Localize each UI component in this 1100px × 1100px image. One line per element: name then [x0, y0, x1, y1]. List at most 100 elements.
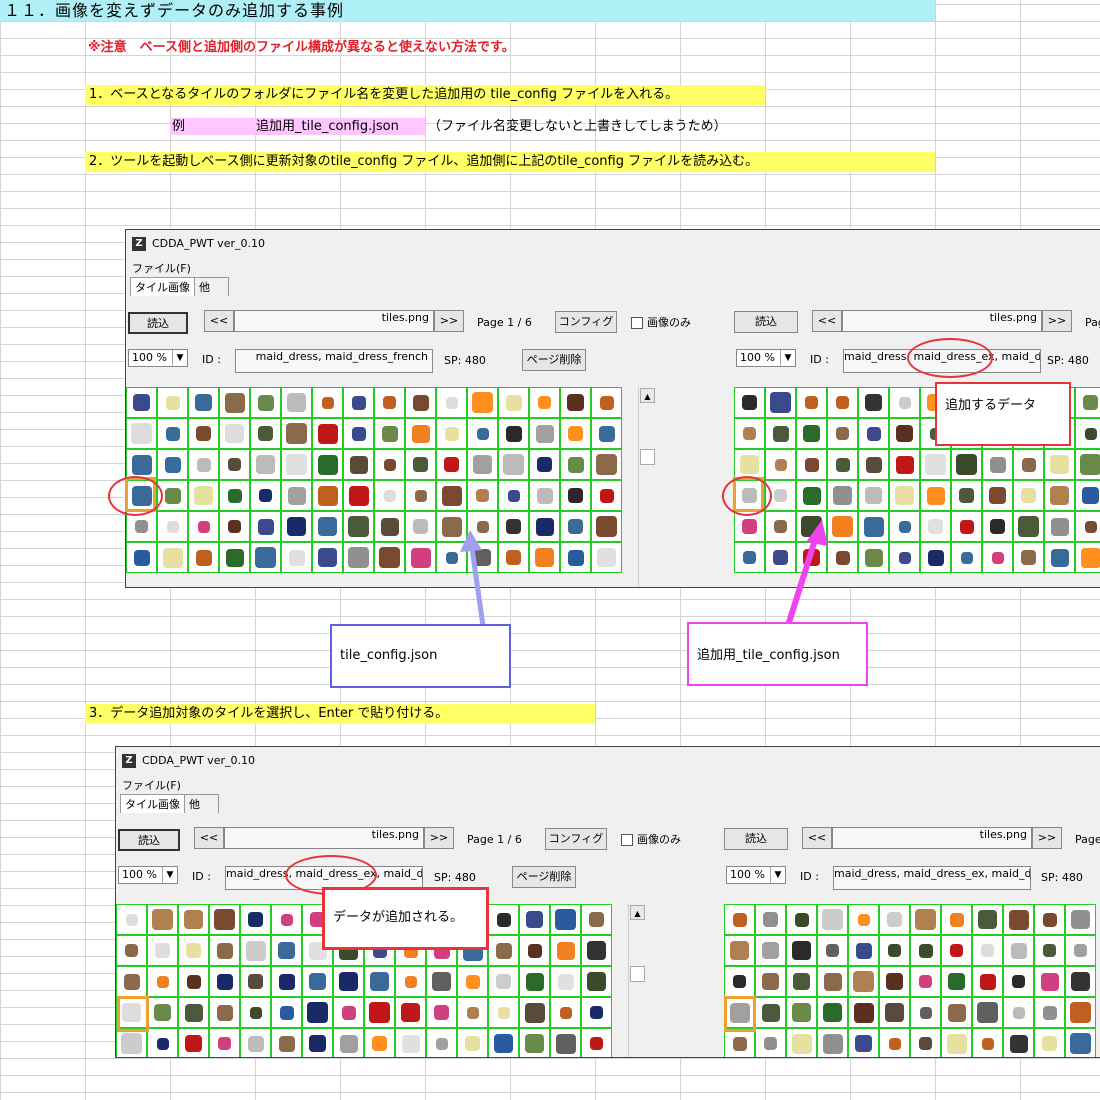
tile-sprite[interactable]: [982, 480, 1013, 511]
tile-sprite[interactable]: [240, 935, 271, 966]
tile-sprite[interactable]: [1034, 997, 1065, 1028]
tile-sprite[interactable]: [951, 511, 982, 542]
tile-sprite[interactable]: [436, 418, 467, 449]
menu-file[interactable]: ファイル(F): [132, 262, 191, 275]
tile-sprite[interactable]: [1013, 511, 1044, 542]
tile-sprite[interactable]: [848, 904, 879, 935]
tile-sprite[interactable]: [910, 1028, 941, 1057]
tile-sprite[interactable]: [920, 480, 951, 511]
tile-sprite[interactable]: [755, 1028, 786, 1057]
tile-sprite[interactable]: [219, 480, 250, 511]
tile-sprite[interactable]: [786, 997, 817, 1028]
tile-sprite[interactable]: [560, 449, 591, 480]
tile-sprite[interactable]: [858, 449, 889, 480]
tile-sprite[interactable]: [188, 449, 219, 480]
file-field-add[interactable]: tiles.png: [832, 827, 1032, 849]
tile-sprite[interactable]: [116, 935, 147, 966]
tile-sprite[interactable]: [817, 997, 848, 1028]
scroll-up-icon[interactable]: ▲: [640, 388, 655, 403]
tile-sprite[interactable]: [498, 449, 529, 480]
tile-sprite[interactable]: [374, 511, 405, 542]
tile-sprite[interactable]: [1003, 935, 1034, 966]
tile-sprite[interactable]: [724, 1028, 755, 1057]
tile-sprite[interactable]: [219, 387, 250, 418]
tile-sprite[interactable]: [519, 935, 550, 966]
tile-sprite[interactable]: [281, 387, 312, 418]
tile-sprite[interactable]: [157, 542, 188, 573]
tile-sprite[interactable]: [467, 511, 498, 542]
tile-sprite[interactable]: [848, 997, 879, 1028]
tile-sprite[interactable]: [436, 542, 467, 573]
tile-sprite[interactable]: [848, 935, 879, 966]
tile-sprite[interactable]: [488, 997, 519, 1028]
scroll-thumb[interactable]: [640, 449, 655, 465]
tile-sprite[interactable]: [126, 542, 157, 573]
tile-sprite[interactable]: [519, 904, 550, 935]
tile-sprite[interactable]: [405, 480, 436, 511]
tile-sprite[interactable]: [188, 480, 219, 511]
tile-sprite[interactable]: [858, 480, 889, 511]
tile-sprite[interactable]: [827, 387, 858, 418]
tile-sprite[interactable]: [219, 418, 250, 449]
tile-sprite[interactable]: [188, 542, 219, 573]
prev-button-base[interactable]: <<: [204, 310, 234, 332]
scroll-up-icon[interactable]: ▲: [630, 905, 645, 920]
tile-sprite[interactable]: [817, 966, 848, 997]
tile-sprite[interactable]: [951, 480, 982, 511]
tile-sprite[interactable]: [219, 542, 250, 573]
tile-sprite[interactable]: [879, 904, 910, 935]
tile-sprite[interactable]: [488, 904, 519, 935]
tile-sprite[interactable]: [755, 966, 786, 997]
tile-sprite[interactable]: [1034, 966, 1065, 997]
menu-file[interactable]: ファイル(F): [122, 779, 181, 792]
tile-sprite[interactable]: [786, 904, 817, 935]
tile-sprite[interactable]: [147, 1028, 178, 1057]
tile-sprite[interactable]: [209, 966, 240, 997]
tile-sprite[interactable]: [436, 449, 467, 480]
tile-sprite[interactable]: [374, 542, 405, 573]
tile-sprite[interactable]: [858, 511, 889, 542]
tile-sprite[interactable]: [827, 511, 858, 542]
tile-sprite[interactable]: [333, 966, 364, 997]
tab-tile-image[interactable]: タイル画像: [120, 794, 185, 813]
tile-sprite[interactable]: [591, 542, 622, 573]
tile-sprite[interactable]: [941, 997, 972, 1028]
tile-sprite[interactable]: [910, 966, 941, 997]
tile-sprite[interactable]: [858, 418, 889, 449]
tile-sprite[interactable]: [765, 449, 796, 480]
tile-sprite[interactable]: [827, 542, 858, 573]
tile-sprite[interactable]: [374, 387, 405, 418]
id-field-add[interactable]: maid_dress, maid_dress_ex, maid_dres: [833, 866, 1031, 890]
load-button-add[interactable]: 読込: [724, 828, 788, 850]
tile-sprite[interactable]: [591, 480, 622, 511]
tile-sprite[interactable]: [889, 449, 920, 480]
tile-sprite[interactable]: [879, 966, 910, 997]
tile-sprite[interactable]: [765, 387, 796, 418]
tile-sprite[interactable]: [1003, 966, 1034, 997]
tile-sprite[interactable]: [920, 511, 951, 542]
tile-sprite[interactable]: [796, 480, 827, 511]
tile-sprite[interactable]: [581, 935, 612, 966]
tile-sprite[interactable]: [560, 480, 591, 511]
tile-sprite[interactable]: [271, 935, 302, 966]
tile-sprite[interactable]: [755, 997, 786, 1028]
tile-sprite[interactable]: [312, 511, 343, 542]
tile-sprite[interactable]: [457, 997, 488, 1028]
tile-sprite[interactable]: [467, 542, 498, 573]
delete-page-button-base[interactable]: ページ削除: [512, 866, 576, 888]
tile-sprite[interactable]: [550, 904, 581, 935]
tile-sprite[interactable]: [951, 542, 982, 573]
tile-sprite[interactable]: [157, 449, 188, 480]
tile-sprite[interactable]: [1065, 997, 1096, 1028]
tile-sprite[interactable]: [1065, 904, 1096, 935]
tile-sprite[interactable]: [1044, 542, 1075, 573]
tile-sprite[interactable]: [827, 480, 858, 511]
tile-sprite[interactable]: [467, 418, 498, 449]
tile-sprite[interactable]: [405, 542, 436, 573]
tile-sprite[interactable]: [827, 418, 858, 449]
tile-sprite[interactable]: [147, 997, 178, 1028]
tile-sprite[interactable]: [364, 997, 395, 1028]
file-field-base[interactable]: tiles.png: [234, 310, 434, 332]
tile-sprite[interactable]: [529, 480, 560, 511]
tile-sprite[interactable]: [395, 966, 426, 997]
